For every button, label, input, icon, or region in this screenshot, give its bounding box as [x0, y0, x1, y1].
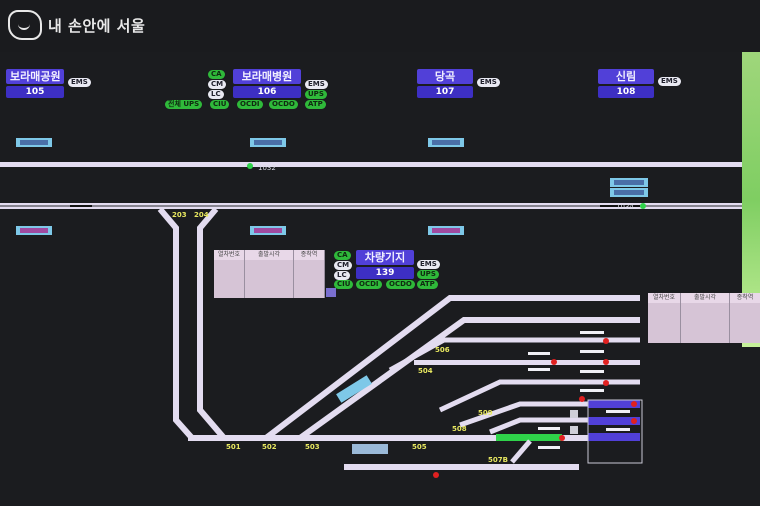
label-501: 501 [226, 443, 241, 451]
yard-track-4 [414, 360, 640, 365]
ups-badge: UPS [305, 90, 327, 99]
timetable-panel-right: 열차번호 출발시각 종착역 [648, 293, 760, 343]
signal-red-8 [559, 435, 565, 441]
col-train-no: 열차번호 [648, 293, 681, 303]
label-503: 503 [305, 443, 320, 451]
atp-badge: ATP [305, 100, 326, 109]
ca-badge: CA [208, 70, 225, 79]
station-107[interactable]: 당곡 107 [417, 69, 473, 98]
station-105[interactable]: 보라매공원 105 [6, 69, 64, 98]
ems-badge: EMS [658, 77, 681, 86]
station-name: 보라매공원 [6, 69, 64, 84]
timetable-panel-left: 열차번호 출발시각 종착역 [214, 250, 325, 298]
station-name: 신림 [598, 69, 654, 84]
station-number: 108 [598, 86, 654, 98]
station-106[interactable]: 보라매병원 106 [233, 69, 301, 98]
ciu-badge: CIU [210, 100, 230, 109]
stabling-road-1 [588, 400, 640, 408]
label-508: 508 [452, 425, 467, 433]
ocdo-badge: OCDO [386, 280, 415, 289]
col-destination: 종착역 [294, 250, 325, 260]
train-markers [16, 138, 648, 403]
full-ups-badge: 전체 UPS [165, 100, 203, 109]
label-509: 509 [478, 409, 493, 417]
yard-ladder-5 [438, 379, 640, 413]
station-number: 107 [417, 86, 473, 98]
signal-red-1 [631, 401, 637, 407]
signal-red-3 [579, 396, 585, 402]
ocdi-badge: OCDI [237, 100, 263, 109]
yard-ladder-7 [489, 417, 590, 435]
signal-red-6 [603, 380, 609, 386]
ems-badge: EMS [68, 78, 91, 87]
occupied-track-green [496, 434, 562, 441]
depot-branch-204 [197, 207, 227, 440]
station-number: 139 [356, 267, 414, 279]
label-204: 204 [194, 211, 209, 219]
station-139-depot[interactable]: 차량기지 139 [356, 250, 414, 279]
ems-badge: EMS [477, 78, 500, 87]
signal-red-4 [603, 338, 609, 344]
label-505: 505 [412, 443, 427, 451]
label-502: 502 [262, 443, 277, 451]
label-506: 506 [435, 346, 450, 354]
stabling-box [587, 399, 643, 464]
yard-equipment-dashes [528, 331, 630, 449]
yard-ladder-3 [388, 337, 640, 373]
track-dot-green-2 [640, 203, 646, 209]
col-train-no: 열차번호 [214, 250, 245, 260]
cm-badge: CM [334, 261, 353, 270]
cm-badge: CM [208, 80, 227, 89]
ciu-badge: CIU [334, 280, 354, 289]
lc-badge: LC [208, 90, 224, 99]
ups-badge: UPS [417, 270, 439, 279]
signal-red-2 [631, 418, 637, 424]
label-203: 203 [172, 211, 187, 219]
col-depart-time: 출발시각 [245, 250, 294, 260]
depot-branch-203 [157, 207, 260, 441]
switch-box-1 [570, 410, 578, 418]
station-108[interactable]: 신림 108 [598, 69, 654, 98]
stabling-road-2 [588, 417, 640, 425]
logo-text: 내 손안에 서울 [48, 16, 146, 35]
label-504: 504 [418, 367, 433, 375]
ems-badge: EMS [305, 80, 328, 89]
atp-badge: ATP [417, 280, 438, 289]
label-1034: 1034 [616, 203, 634, 211]
station-number: 106 [233, 86, 301, 98]
yard-ladder-1 [264, 295, 640, 441]
ems-badge: EMS [417, 260, 440, 269]
main-line-upper [0, 162, 742, 167]
yard-bottom-track [344, 464, 579, 470]
label-507b: 507B [488, 456, 508, 464]
track-dot-green [247, 163, 253, 169]
col-depart-time: 출발시각 [681, 293, 730, 303]
col-destination: 종착역 [730, 293, 760, 303]
ocdi-badge: OCDI [356, 280, 382, 289]
seoul-logo-icon [8, 10, 42, 40]
station-name: 당곡 [417, 69, 473, 84]
ca-badge: CA [334, 251, 351, 260]
station-name: 보라매병원 [233, 69, 301, 84]
alarm-dot [433, 472, 439, 478]
lc-badge: LC [334, 271, 350, 280]
yard-lead-track [188, 435, 518, 441]
switch-box-2 [570, 426, 578, 434]
yard-ladder-6 [459, 401, 590, 428]
yard-ladder-2 [298, 317, 640, 441]
yard-spur [510, 439, 532, 464]
station-name: 차량기지 [356, 250, 414, 265]
parked-car-bottom [352, 444, 388, 454]
ocdo-badge: OCDO [269, 100, 298, 109]
label-1032: 1032 [258, 164, 276, 172]
screen-edge-glow [742, 52, 760, 347]
station-number: 105 [6, 86, 64, 98]
signal-red-7 [551, 359, 557, 365]
signal-red-5 [603, 359, 609, 365]
header-band [0, 0, 760, 52]
stabling-road-3 [588, 433, 640, 441]
seoul-logo: 내 손안에 서울 [8, 10, 145, 40]
panel-toggle[interactable] [326, 288, 336, 297]
